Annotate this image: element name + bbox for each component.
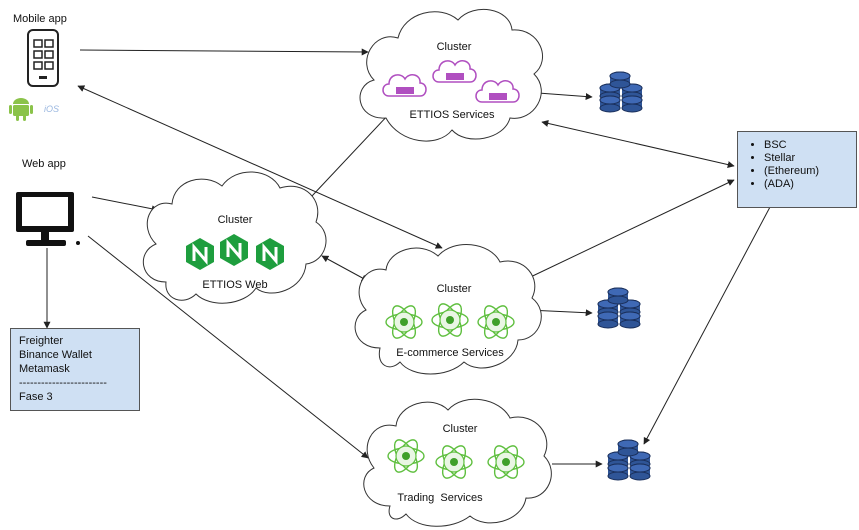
wallet-item: Metamask <box>19 363 70 375</box>
android-icon <box>9 98 33 121</box>
cluster-name-ettios-services: ETTIOS Services <box>409 109 495 121</box>
wallet-item: Binance Wallet <box>19 349 92 361</box>
wallet-item: Freighter <box>19 335 64 347</box>
cluster-title: Cluster <box>436 283 472 295</box>
cluster-title: Cluster <box>436 41 472 53</box>
database-icon-trading <box>607 439 651 481</box>
chain-item: (Ethereum) <box>764 165 852 178</box>
arrow-trading-db-chains <box>643 191 779 445</box>
arrow-mobile-ecommerce <box>77 85 443 249</box>
mobile-phone-icon <box>27 29 59 87</box>
mobile-app-label: Mobile app <box>13 13 67 25</box>
arrow-mobile-to-ettios-services <box>79 48 369 56</box>
arrow-web-to-ettios-web <box>91 196 159 213</box>
cluster-name-ecommerce: E-commerce Services <box>396 347 504 359</box>
chains-box: BSC Stellar (Ethereum) (ADA) <box>737 131 857 208</box>
arrow-ecommerce-chains <box>519 179 735 283</box>
cluster-title: Cluster <box>217 214 253 226</box>
arrow-web-to-trading <box>87 235 369 459</box>
wallet-separator: ------------------------ <box>19 377 107 389</box>
cluster-name-trading: Trading Services <box>397 492 483 504</box>
chains-list: BSC Stellar (Ethereum) (ADA) <box>742 139 852 191</box>
ios-icon: iOS <box>44 104 60 114</box>
arrow-ettios-web-ecommerce <box>321 255 369 282</box>
arrow-services-to-db <box>537 92 593 101</box>
chain-item: BSC <box>764 139 852 152</box>
cluster-title: Cluster <box>442 423 478 435</box>
chain-item: Stellar <box>764 152 852 165</box>
database-icon-services <box>599 71 643 113</box>
arrow-services-chains <box>541 119 735 169</box>
wallet-footer: Fase 3 <box>19 391 53 403</box>
desktop-computer-icon <box>16 192 80 246</box>
chain-item: (ADA) <box>764 178 852 191</box>
wallets-box: Freighter Binance Wallet Metamask ------… <box>10 328 140 411</box>
cluster-name-ettios-web: ETTIOS Web <box>202 279 268 291</box>
database-icon-ecommerce <box>597 287 641 329</box>
web-app-label: Web app <box>22 158 66 170</box>
